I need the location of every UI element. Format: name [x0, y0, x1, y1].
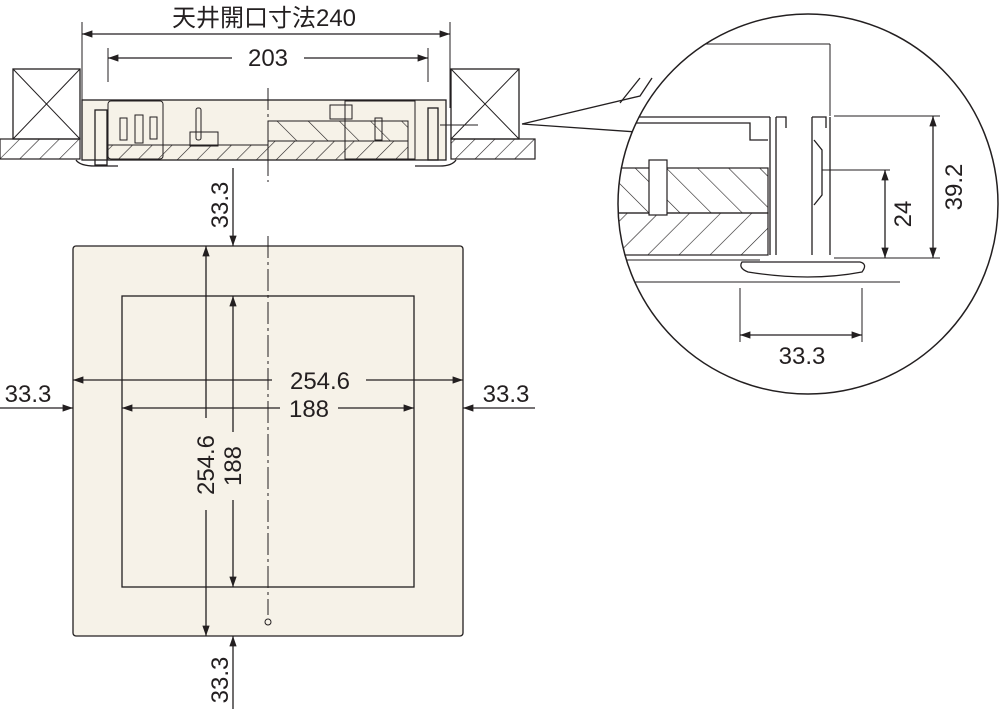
margin-right-label: 33.3: [483, 381, 530, 408]
outer-width-label: 254.6: [290, 368, 350, 395]
joist-right: [450, 68, 520, 140]
margin-top-label: 33.3: [207, 182, 234, 229]
frame-left: [769, 116, 787, 255]
ceiling-board-right: [450, 138, 536, 160]
joist-left: [12, 68, 81, 140]
flange-width-label: 33.3: [779, 343, 826, 370]
board-lower: [618, 212, 769, 256]
panel-edge-trim: [740, 261, 866, 278]
inner-width-label: 203: [248, 45, 288, 72]
plan-view: 254.6 188 33.3 33.3 254.6 188 33.3 33.3: [0, 168, 535, 709]
inner-height-detail-label: 24: [890, 201, 917, 228]
inner-height-label: 188: [220, 446, 247, 486]
section-view: 天井開口寸法240 203: [0, 5, 536, 182]
ceiling-board-left: [0, 138, 81, 160]
margin-left-label: 33.3: [5, 381, 52, 408]
frame-height-label: 39.2: [941, 164, 968, 211]
detail-view: 39.2 24 33.3: [617, 13, 999, 395]
margin-bottom-label: 33.3: [207, 657, 234, 704]
board-upper: [618, 167, 769, 214]
latch-right: [427, 107, 439, 161]
key-hole: [264, 618, 272, 626]
inner-width-label-plan: 188: [289, 396, 329, 423]
latch-left: [94, 109, 108, 166]
detail-leader: [521, 77, 653, 133]
outer-height-label: 254.6: [193, 435, 220, 495]
opening-width-label: 天井開口寸法240: [172, 5, 356, 32]
